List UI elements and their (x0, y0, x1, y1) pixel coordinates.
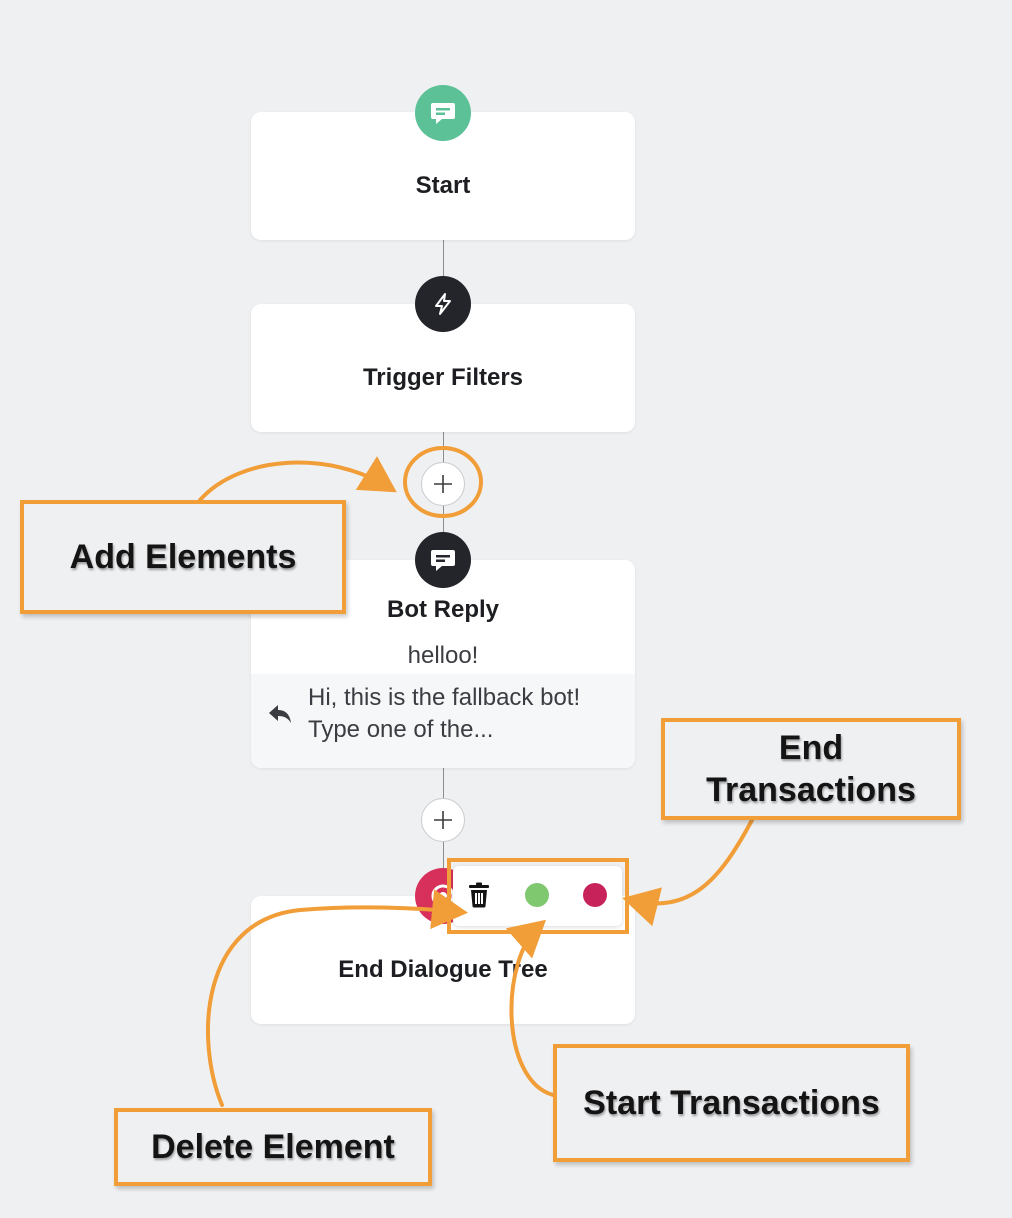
delete-element-callout: Delete Element (114, 1108, 432, 1186)
chat-bubble-icon (415, 532, 471, 588)
end-transactions-callout: End Transactions (661, 718, 961, 820)
add-element-button[interactable] (421, 798, 465, 842)
end-dialogue-title: End Dialogue Tree (338, 956, 548, 983)
fallback-message-text: Hi, this is the fallback bot! Type one o… (308, 684, 581, 743)
plus-icon (434, 475, 452, 493)
start-node-title: Start (415, 172, 471, 199)
delete-element-label: Delete Element (151, 1127, 395, 1166)
connector-line (443, 240, 444, 304)
add-elements-callout: Add Elements (20, 500, 346, 614)
node-action-toolbar (453, 866, 622, 926)
end-transactions-label-line2: Transactions (706, 771, 916, 809)
lightning-bolt-icon (415, 276, 471, 332)
fallback-message-section: Hi, this is the fallback bot! Type one o… (251, 674, 635, 768)
add-element-button[interactable] (421, 462, 465, 506)
reply-arrow-icon (269, 705, 291, 723)
bot-reply-message: helloo! (407, 642, 479, 669)
end-transaction-button[interactable] (583, 883, 607, 907)
plus-icon (434, 811, 452, 829)
trash-icon[interactable] (467, 882, 491, 908)
trigger-filters-node-card[interactable]: Trigger Filters (251, 304, 635, 432)
add-elements-label: Add Elements (69, 537, 297, 576)
start-transactions-callout: Start Transactions (553, 1044, 910, 1162)
bot-reply-title: Bot Reply (386, 596, 499, 623)
start-transactions-label: Start Transactions (583, 1083, 880, 1122)
trigger-filters-title: Trigger Filters (362, 364, 524, 391)
end-transactions-label-line1: End (778, 729, 844, 767)
start-transaction-button[interactable] (525, 883, 549, 907)
chat-bubble-icon (415, 85, 471, 141)
